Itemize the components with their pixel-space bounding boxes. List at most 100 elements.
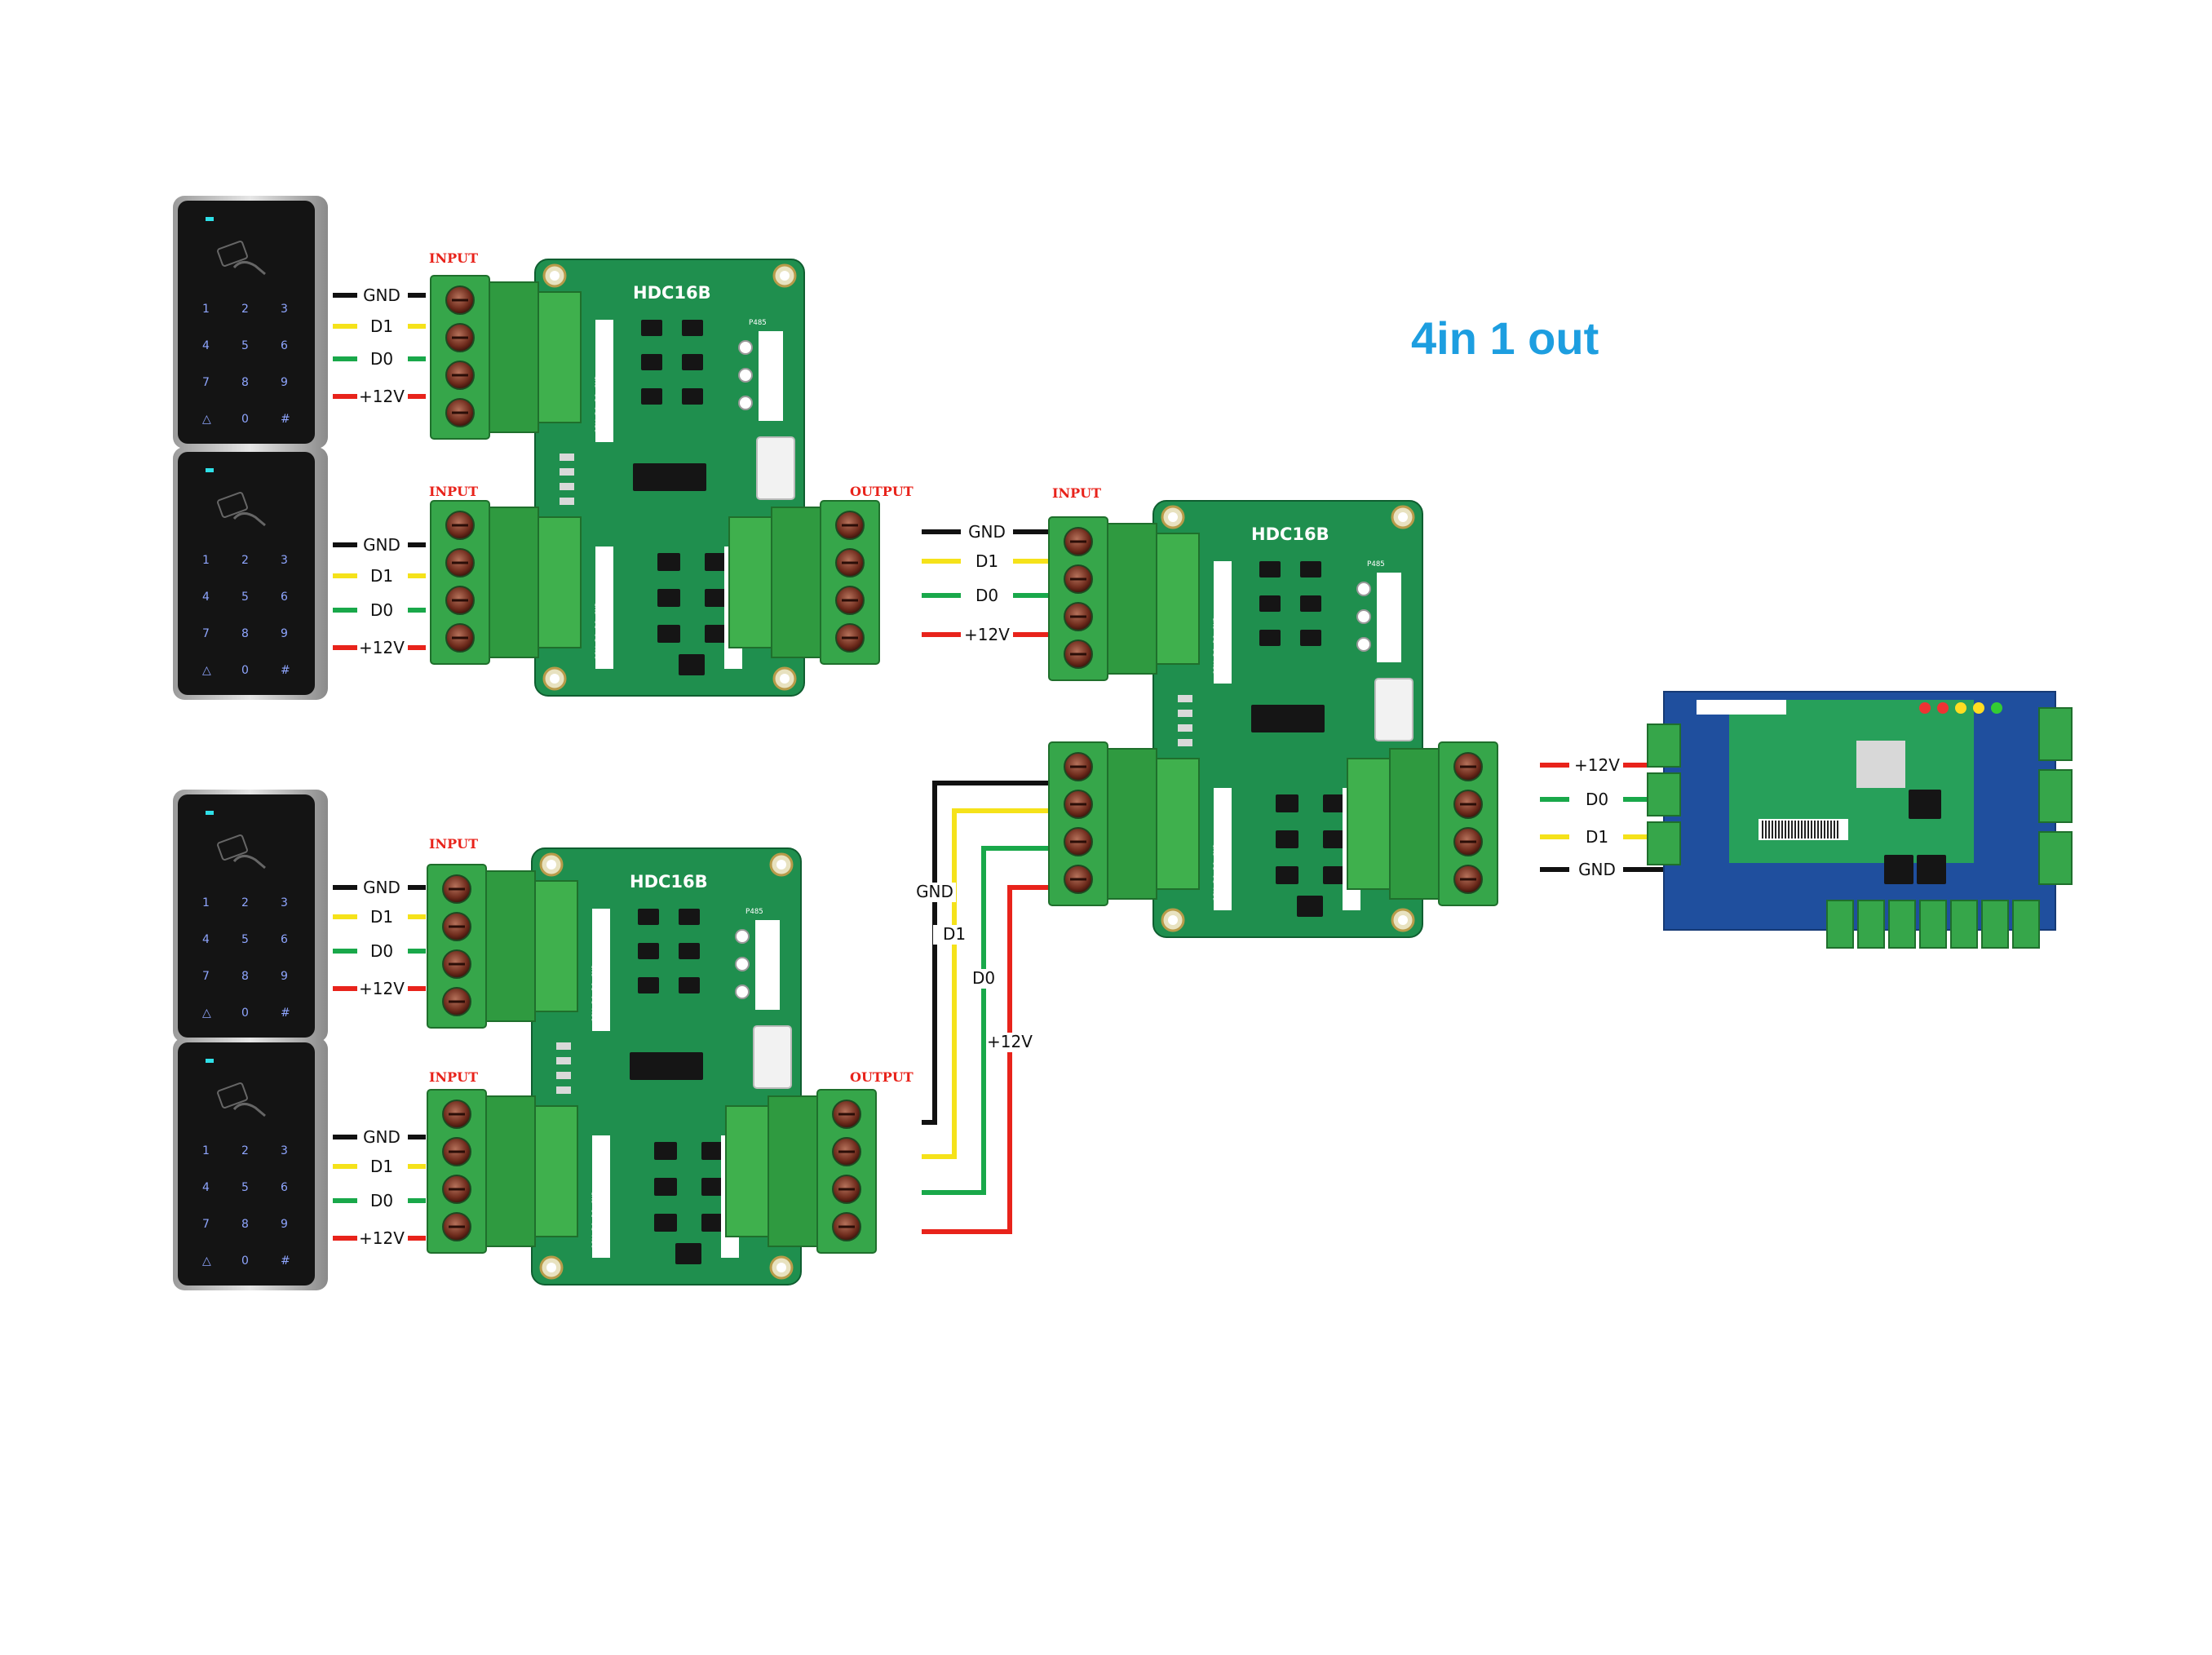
ic-chip [641,354,662,370]
uart-connector [756,436,795,500]
labels-layer: GNDD1D0+12VGNDD1D0+12VGNDD1D0+12VGNDD1D0… [357,250,1623,1248]
ic-chip [1297,896,1323,917]
wire-label-gnd: GND [363,535,400,555]
keypad-key: # [281,413,290,426]
barcode-bar [1820,821,1822,839]
keypad-key: 5 [241,1181,249,1194]
keypad-key: 6 [281,933,288,946]
ic-chip [1884,855,1913,884]
rs485-label-plate [755,920,780,1010]
ic-chip [1300,630,1321,646]
wire-label-bg [357,940,408,960]
ic-chip [641,320,662,336]
input-pin-labels: +12V D0 D1 GND [595,602,603,664]
keypad-key: 1 [202,303,210,316]
ic-chip [1323,866,1346,884]
wire-label-v12: +12V [359,638,405,657]
keypad-key: 7 [202,1218,210,1231]
board-name: HDC16B [1251,524,1329,544]
barcode-bar [1781,821,1783,839]
input-pin-labels: +12V D0 D1 GND [1213,843,1221,905]
p485-label: P485 [1367,560,1385,569]
ic-chip [638,943,659,959]
input-label: INPUT [1052,485,1101,501]
rfid-card-icon [217,241,266,276]
terminal-header [1347,758,1391,890]
uart-connector [753,1025,792,1089]
output-label: OUTPUT [850,1069,914,1085]
keypad-key: 6 [281,1181,288,1194]
wire-gnd [922,781,1052,1125]
ic-chip [633,463,706,491]
ic-chip [682,388,703,405]
wire-label-gnd: GND [363,878,400,897]
input-label: INPUT [429,1069,478,1085]
hand-shape [232,261,266,276]
keypad-key: 9 [281,376,288,389]
wire-label-gnd: GND [1578,860,1616,879]
ic-chip [630,1052,703,1080]
wire-label-bg [357,906,408,926]
keypad-key: △ [202,413,211,426]
keypad-key: 4 [202,1181,210,1194]
ic-chip [1259,561,1281,577]
wire-label-gnd: GND [363,1127,400,1147]
ic-chip [1276,866,1298,884]
keypad-key: 9 [281,1218,288,1231]
wire-label-d0: D0 [370,941,393,961]
keypad-key: 1 [202,554,210,567]
ic-chip [641,388,662,405]
keypad-key: △ [202,1255,211,1268]
barcode-bar [1772,821,1773,839]
pin-label-plate [1214,561,1232,684]
wire-label-bg [357,534,408,554]
barcode-bar [1765,821,1767,839]
wire-label-bg [914,883,956,902]
status-led [1955,702,1966,714]
wire-label-d1: D1 [943,924,966,944]
output-terminal [1347,741,1498,906]
wire-label-bg [357,637,408,657]
keypad-key: 2 [241,303,249,316]
keypad-key: 0 [241,664,249,677]
wire-label-d0: D0 [370,349,393,369]
ic-chip [1917,855,1946,884]
smd-resistor [556,1042,571,1050]
rs485-pad [735,985,750,999]
wire-label-d1: D1 [370,907,393,927]
input-pin-labels: +12V D0 D1 GND [591,964,599,1026]
wire-label-bg [357,1228,408,1247]
barcode-bar [1775,821,1776,839]
wire-label-bg [1569,789,1623,808]
ic-chip [1300,595,1321,612]
keypad-key: 7 [202,970,210,983]
wire-label-bg [357,348,408,368]
input-terminal-top [1048,516,1200,681]
smd-resistor [560,483,574,490]
ic-chip [1909,790,1941,819]
barcode-bar [1788,821,1790,839]
status-led [1973,702,1984,714]
card-shape [217,834,248,861]
input-terminal-top [430,275,582,440]
barcode-bar [1785,821,1786,839]
mount-hole-center [780,674,790,684]
keypad-key: # [281,1007,290,1020]
status-led [206,811,214,815]
rs485-pad [738,368,753,383]
terminal-header [538,516,582,648]
pin-label-plate [595,320,613,442]
mount-hole-center [1398,512,1408,522]
wire-label-d0: D0 [1586,790,1608,809]
terminal-plug [1107,523,1157,675]
status-led [1991,702,2002,714]
card-shape [217,1082,248,1108]
terminal-header [534,1105,578,1237]
barcode-bar [1817,821,1819,839]
keypad-key: 9 [281,627,288,640]
wire-label-gnd: GND [363,285,400,305]
rs485-pad [735,957,750,971]
barcode-bar [1807,821,1809,839]
keypad-key: # [281,1255,290,1268]
